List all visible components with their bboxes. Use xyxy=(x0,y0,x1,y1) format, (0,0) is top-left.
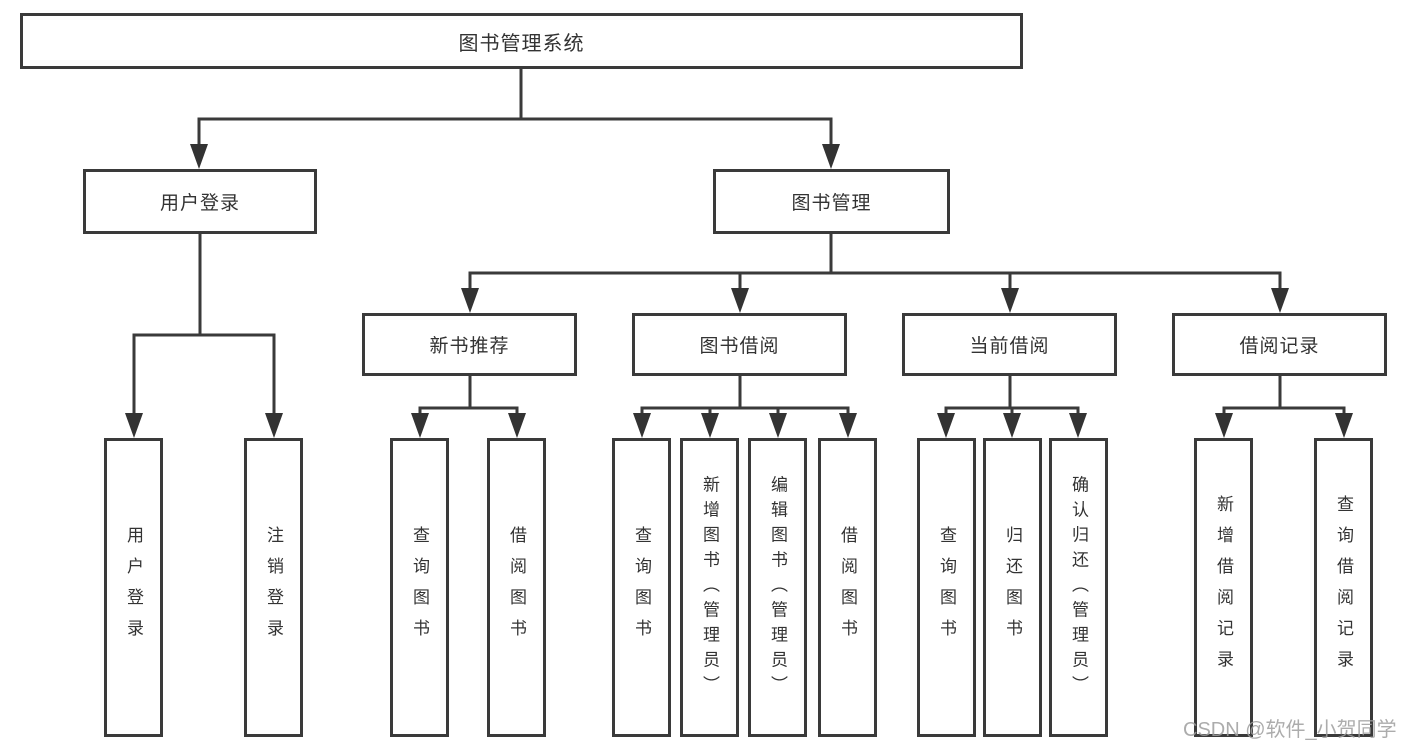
leaf-cb-confirm-return-admin: 确认归还（管理员） xyxy=(1049,438,1108,737)
leaf-cb-query-books: 查询图书 xyxy=(917,438,976,737)
leaf-bb-edit-book-admin-label: 编辑图书（管理员） xyxy=(768,475,787,700)
csdn-watermark: CSDN @软件_小贺同学 xyxy=(1183,719,1397,741)
leaf-bb-borrow-books: 借阅图书 xyxy=(818,438,877,737)
leaf-cb-query-books-label: 查询图书 xyxy=(937,525,956,650)
leaf-cb-return-books-label: 归还图书 xyxy=(1003,525,1022,650)
leaf-nb-borrow-books: 借阅图书 xyxy=(487,438,546,737)
leaf-bb-query-books-label: 查询图书 xyxy=(632,525,651,650)
node-current-borrowing: 当前借阅 xyxy=(902,313,1117,376)
leaf-logout-label: 注销登录 xyxy=(264,525,283,650)
node-borrowing-records: 借阅记录 xyxy=(1172,313,1387,376)
node-library-management-system: 图书管理系统 xyxy=(20,13,1023,69)
leaf-nb-query-books: 查询图书 xyxy=(390,438,449,737)
node-user-login-branch: 用户登录 xyxy=(83,169,317,234)
node-book-borrowing: 图书借阅 xyxy=(632,313,847,376)
leaf-bb-borrow-books-label: 借阅图书 xyxy=(838,525,857,650)
leaf-logout: 注销登录 xyxy=(244,438,303,737)
leaf-bb-query-books: 查询图书 xyxy=(612,438,671,737)
leaf-bb-add-book-admin-label: 新增图书（管理员） xyxy=(700,475,719,700)
node-book-management-branch: 图书管理 xyxy=(713,169,950,234)
leaf-user-login: 用户登录 xyxy=(104,438,163,737)
leaf-bb-add-book-admin: 新增图书（管理员） xyxy=(680,438,739,737)
leaf-cb-return-books: 归还图书 xyxy=(983,438,1042,737)
leaf-bb-edit-book-admin: 编辑图书（管理员） xyxy=(748,438,807,737)
leaf-br-add-record: 新增借阅记录 xyxy=(1194,438,1253,737)
leaf-nb-query-books-label: 查询图书 xyxy=(410,525,429,650)
leaf-br-query-record-label: 查询借阅记录 xyxy=(1334,494,1353,681)
leaf-br-query-record: 查询借阅记录 xyxy=(1314,438,1373,737)
leaf-user-login-label: 用户登录 xyxy=(124,525,143,650)
leaf-nb-borrow-books-label: 借阅图书 xyxy=(507,525,526,650)
leaf-cb-confirm-return-admin-label: 确认归还（管理员） xyxy=(1069,475,1088,700)
leaf-br-add-record-label: 新增借阅记录 xyxy=(1214,494,1233,681)
node-new-book-recommendation: 新书推荐 xyxy=(362,313,577,376)
